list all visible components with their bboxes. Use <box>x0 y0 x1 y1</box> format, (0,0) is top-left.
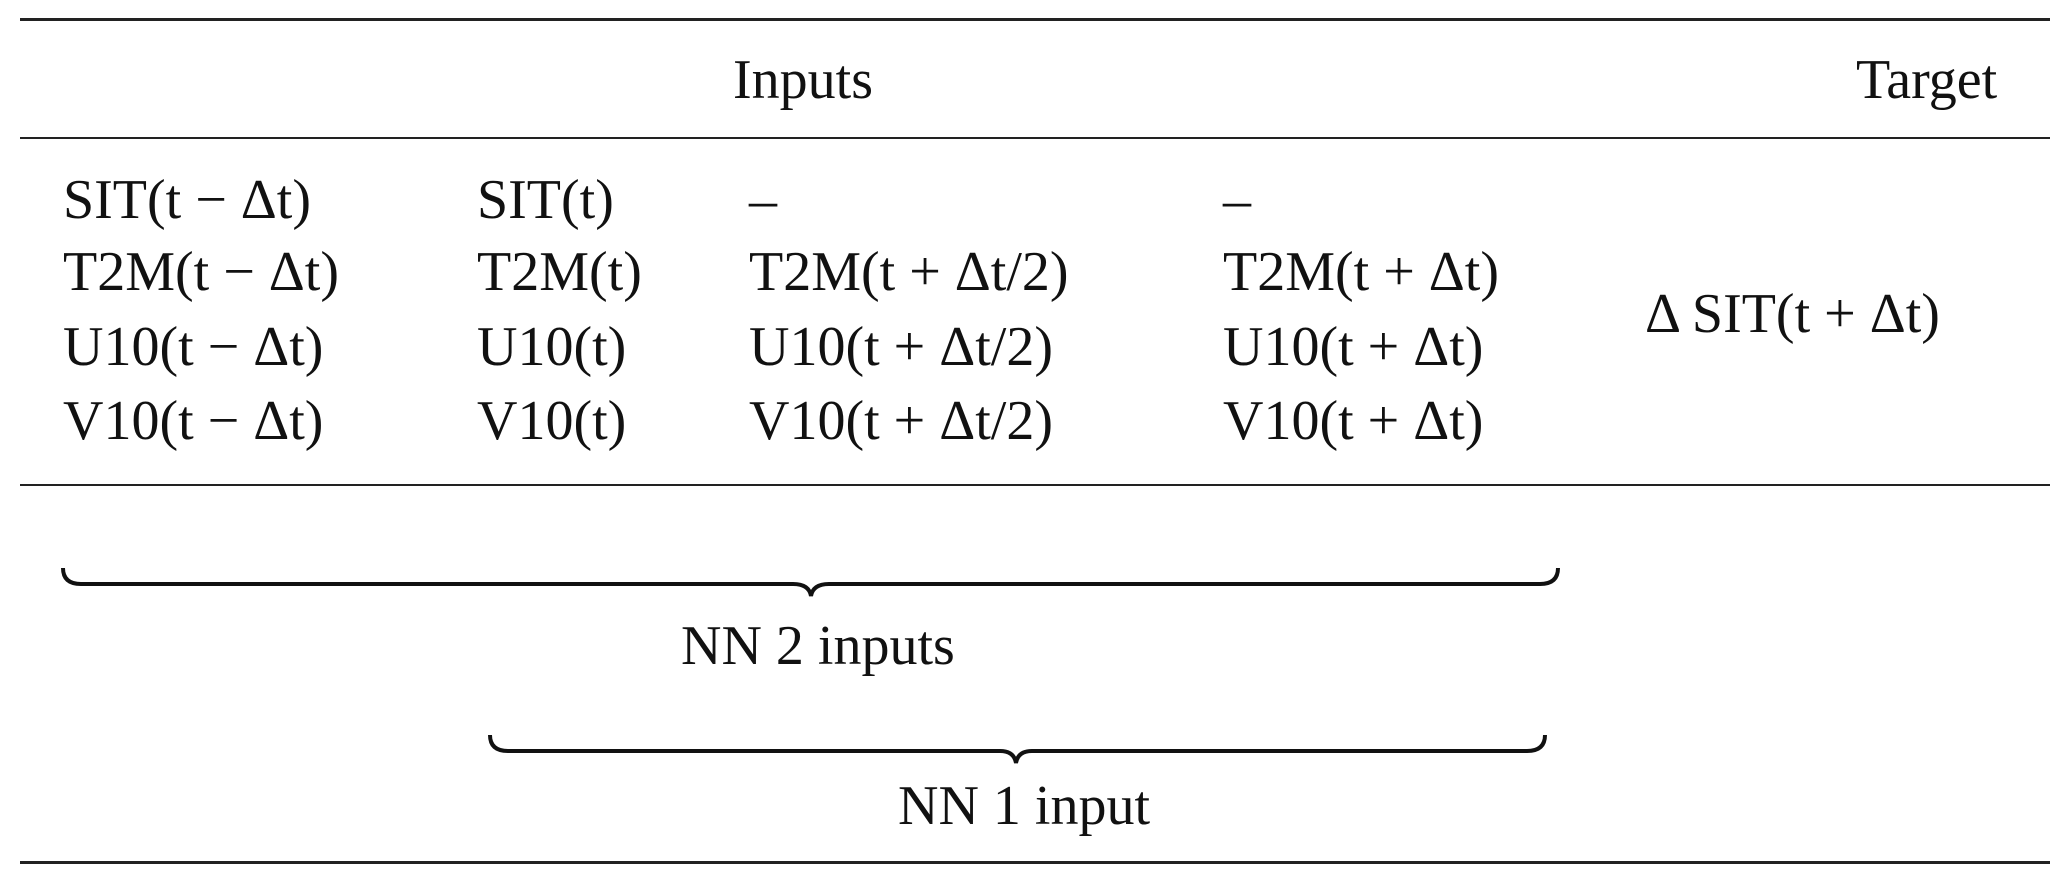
table-cell: U10(t + Δt) <box>1223 316 1484 378</box>
table-cell: V10(t) <box>477 390 627 452</box>
table-cell: V10(t − Δt) <box>63 390 324 452</box>
table-cell: U10(t − Δt) <box>63 316 324 378</box>
header-inputs: Inputs <box>733 49 873 111</box>
table-cell: SIT(t − Δt) <box>63 169 312 231</box>
nn2-brace <box>61 567 1560 597</box>
table-cell: T2M(t + Δt/2) <box>749 241 1069 303</box>
table-cell: – <box>749 169 777 231</box>
nn1-brace <box>488 734 1547 764</box>
table-cell: – <box>1223 169 1251 231</box>
header-rule <box>20 137 2050 139</box>
table-cell: V10(t + Δt/2) <box>749 390 1054 452</box>
table-cell: T2M(t − Δt) <box>63 241 340 303</box>
nn2-inputs-label: NN 2 inputs <box>681 615 955 677</box>
table-cell: T2M(t + Δt) <box>1223 241 1500 303</box>
table-cell: U10(t + Δt/2) <box>749 316 1054 378</box>
header-target: Target <box>1856 49 1998 111</box>
body-rule <box>20 484 2050 486</box>
top-rule <box>20 18 2050 21</box>
table-cell: V10(t + Δt) <box>1223 390 1484 452</box>
table-cell: T2M(t) <box>477 241 642 303</box>
table-cell: U10(t) <box>477 316 627 378</box>
bottom-rule <box>20 861 2050 864</box>
nn1-input-label: NN 1 input <box>898 775 1150 837</box>
target-cell: Δ SIT(t + Δt) <box>1645 283 1940 345</box>
table-cell: SIT(t) <box>477 169 614 231</box>
